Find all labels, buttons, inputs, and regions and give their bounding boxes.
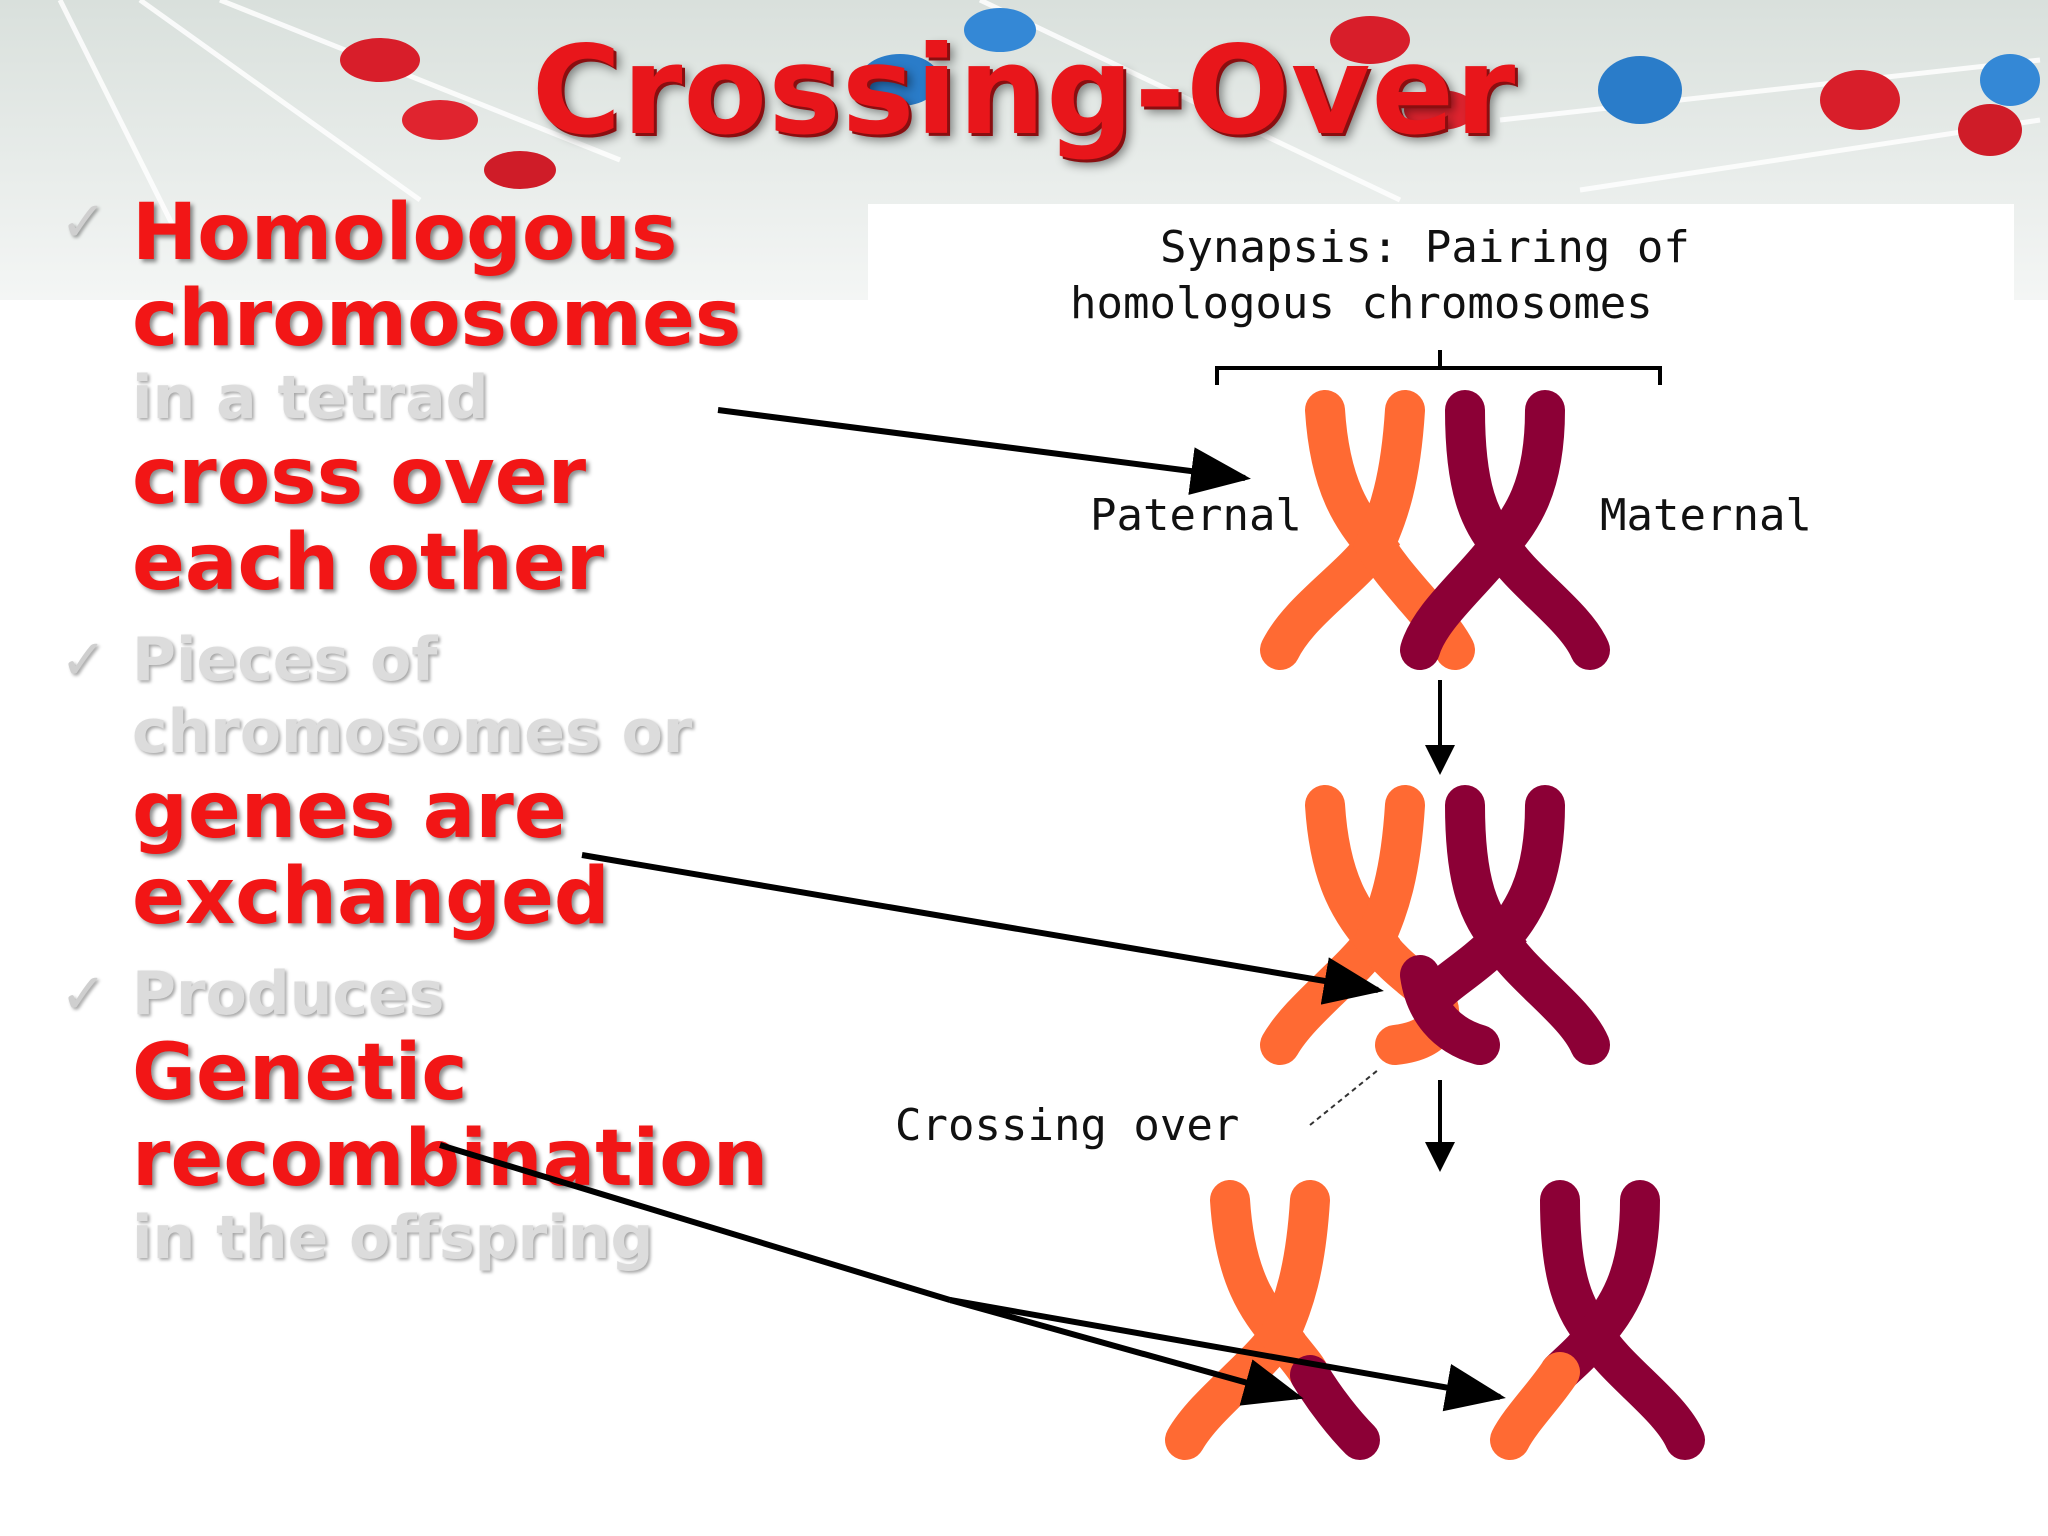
bullet-item-1: ✓ Homologous chromosomes in a tetrad cro… <box>60 190 820 606</box>
maternal-label: Maternal <box>1600 490 1812 541</box>
bullet-2-part-2: genes are exchanged <box>132 766 610 942</box>
bullet-3-part-1: Produces <box>132 959 445 1029</box>
dna-blue-beads-icon <box>860 8 2040 124</box>
bullet-item-3: ✓ Produces Genetic recombination in the … <box>60 958 820 1274</box>
bullet-item-2: ✓ Pieces of chromosomes or genes are exc… <box>60 624 820 940</box>
check-icon: ✓ <box>60 628 107 693</box>
dna-red-beads-icon <box>340 16 2022 189</box>
bullet-1-part-1: Homologous chromosomes <box>132 188 742 364</box>
check-icon: ✓ <box>60 190 107 255</box>
synapsis-label-line2: homologous chromosomes <box>1070 278 1653 329</box>
bullet-3-part-2: Genetic recombination <box>132 1028 769 1204</box>
bullet-1-part-2: in a tetrad <box>132 363 489 433</box>
bullet-3-part-3: in the offspring <box>132 1203 654 1273</box>
bullet-2-part-1: Pieces of chromosomes or <box>132 625 693 767</box>
check-icon: ✓ <box>60 962 107 1027</box>
synapsis-label-line1: Synapsis: Pairing of <box>1160 222 1690 273</box>
crossing-over-label: Crossing over <box>895 1100 1240 1151</box>
page-title: Crossing-Over <box>531 20 1517 162</box>
paternal-label: Paternal <box>1090 490 1302 541</box>
bullet-1-part-3: cross over each other <box>132 432 605 608</box>
bullet-list: ✓ Homologous chromosomes in a tetrad cro… <box>60 190 820 1274</box>
diagram-panel <box>868 204 2014 1504</box>
